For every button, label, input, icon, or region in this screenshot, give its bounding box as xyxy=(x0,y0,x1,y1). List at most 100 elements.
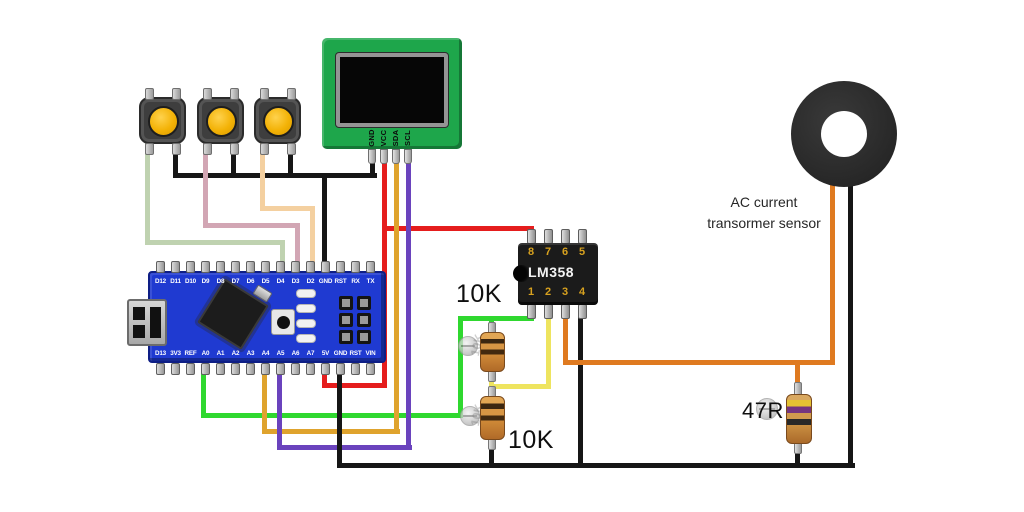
arduino-pin xyxy=(216,363,225,375)
wire-segment-btnpink xyxy=(203,223,300,228)
screw-slot xyxy=(463,415,478,418)
label-47r: 47R xyxy=(742,398,784,423)
arduino-pin xyxy=(231,363,240,375)
wire-segment-orange xyxy=(563,308,568,365)
resistor-10k-1 xyxy=(480,332,505,372)
lm358-pin-number: 4 xyxy=(578,286,586,298)
arduino-pin xyxy=(366,363,375,375)
icsp-pad xyxy=(357,296,371,310)
capacitor xyxy=(296,304,316,313)
arduino-pin xyxy=(336,363,345,375)
arduino-pin xyxy=(276,363,285,375)
label-10k-1: 10K xyxy=(456,280,502,308)
wire-segment-yellow xyxy=(489,384,551,389)
arduino-pin xyxy=(246,261,255,273)
arduino-pin xyxy=(156,363,165,375)
arduino-pin-label: RST xyxy=(349,350,362,357)
arduino-pin xyxy=(156,261,165,273)
arduino-pin-label: RST xyxy=(334,278,347,285)
wire-segment-btnpink xyxy=(203,141,208,228)
arduino-pin-label: D10 xyxy=(185,278,196,285)
lm358-pin-number: 1 xyxy=(527,286,535,298)
icsp-pad xyxy=(357,330,371,344)
usb-connector xyxy=(127,299,167,346)
arduino-pin-label: D6 xyxy=(246,278,255,285)
icsp-pad xyxy=(339,330,353,344)
lm358-label: LM358 xyxy=(528,264,575,280)
lm358-pin-number: 8 xyxy=(527,246,535,258)
ct-sensor-ring xyxy=(791,81,897,187)
wire-segment-green xyxy=(458,316,463,418)
arduino-pin-label: D7 xyxy=(231,278,240,285)
lm358-pin-number: 5 xyxy=(578,246,586,258)
button-pin xyxy=(260,88,269,100)
button-cap xyxy=(206,106,237,137)
wire-segment-green xyxy=(201,371,206,418)
wire-segment-gold xyxy=(262,429,400,434)
wire-segment-black xyxy=(173,141,178,178)
arduino-pin xyxy=(216,261,225,273)
wire-segment-black xyxy=(795,445,800,468)
push-button-2 xyxy=(197,88,244,155)
icsp-pad-center xyxy=(342,299,350,307)
arduino-pin xyxy=(291,261,300,273)
wire-segment-black xyxy=(848,180,853,468)
button-pin xyxy=(230,143,239,155)
label-10k-2: 10K xyxy=(508,426,554,454)
wire-segment-red xyxy=(322,383,387,388)
wire-segment-black xyxy=(173,173,377,178)
screw-icon xyxy=(460,406,480,426)
usb-slot xyxy=(150,307,161,338)
icsp-pad xyxy=(357,313,371,327)
arduino-pin-label: A6 xyxy=(291,350,300,357)
wire-segment-btnpeach xyxy=(260,206,315,211)
wire-segment-btnpeach xyxy=(260,141,265,211)
icsp-pad xyxy=(339,313,353,327)
button-pin xyxy=(172,143,181,155)
arduino-pin xyxy=(291,363,300,375)
arduino-pin-label: 3V3 xyxy=(170,350,181,357)
wire-segment-btnpink xyxy=(295,223,300,267)
arduino-pin xyxy=(186,363,195,375)
arduino-pin-label: A4 xyxy=(261,350,270,357)
ct-sensor-hole xyxy=(821,111,867,157)
ct-sensor-label-line2: transormer sensor xyxy=(707,215,821,231)
lm358-pin-number: 2 xyxy=(544,286,552,298)
button-pin xyxy=(230,88,239,100)
icsp-pad-center xyxy=(342,316,350,324)
arduino-pin-label: A7 xyxy=(306,350,315,357)
wire-segment-black xyxy=(337,463,855,468)
wire-segment-yellow xyxy=(546,308,551,389)
arduino-pin xyxy=(261,363,270,375)
arduino-pin xyxy=(246,363,255,375)
arduino-pin-label: D13 xyxy=(155,350,166,357)
usb-slot xyxy=(133,307,145,320)
wire-segment-black xyxy=(337,371,342,468)
push-button-1 xyxy=(139,88,186,155)
arduino-pin xyxy=(351,261,360,273)
button-cap xyxy=(263,106,294,137)
arduino-pin xyxy=(201,363,210,375)
arduino-pin-label: D9 xyxy=(201,278,210,285)
resistor-47r xyxy=(786,394,812,444)
arduino-pin xyxy=(366,261,375,273)
reset-button-cap xyxy=(277,316,290,329)
button-pin xyxy=(145,88,154,100)
wire-segment-orange xyxy=(830,180,835,365)
screw-icon xyxy=(458,336,478,356)
resistor-10k-2 xyxy=(480,396,505,440)
button-cap xyxy=(148,106,179,137)
icsp-pad-center xyxy=(360,333,368,341)
arduino-pin xyxy=(201,261,210,273)
capacitor xyxy=(296,319,316,328)
arduino-pin-label: D5 xyxy=(261,278,270,285)
wire-segment-red xyxy=(322,371,327,388)
arduino-pin-label: GND xyxy=(333,350,348,357)
wire-segment-btnpeach xyxy=(310,206,315,267)
screw-slot xyxy=(461,345,476,348)
capacitor xyxy=(296,289,316,298)
arduino-pin xyxy=(306,363,315,375)
wire-segment-black xyxy=(322,173,327,265)
